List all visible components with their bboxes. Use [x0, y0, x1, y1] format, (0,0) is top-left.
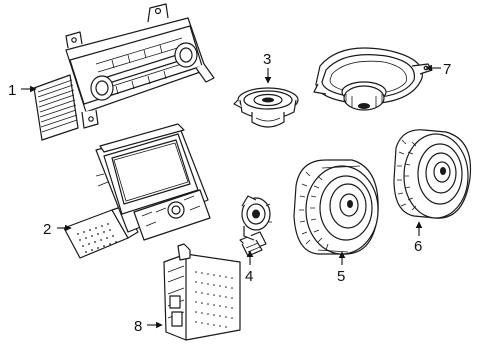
speaker-6 — [393, 129, 472, 219]
display-unit — [63, 123, 211, 259]
callout-5: 5 — [337, 268, 345, 285]
speaker-7 — [313, 47, 433, 111]
radio-head-unit — [33, 3, 215, 141]
callout-3: 3 — [263, 51, 271, 68]
amplifier-vents — [195, 271, 233, 328]
heat-sink — [33, 74, 79, 141]
amplifier-module — [163, 243, 241, 341]
callout-8: 8 — [134, 318, 142, 335]
speaker-5 — [293, 159, 379, 255]
callout-6: 6 — [414, 238, 422, 255]
callout-2: 2 — [43, 221, 51, 238]
callout-labels: 1 2 3 4 5 6 7 8 — [8, 51, 451, 335]
receiver-grille — [77, 223, 117, 253]
speaker-3 — [233, 87, 299, 128]
speaker-4 — [239, 195, 272, 257]
callout-4: 4 — [245, 268, 253, 285]
callout-7: 7 — [443, 61, 451, 78]
callout-leaders — [21, 64, 441, 329]
callout-1: 1 — [8, 82, 16, 99]
